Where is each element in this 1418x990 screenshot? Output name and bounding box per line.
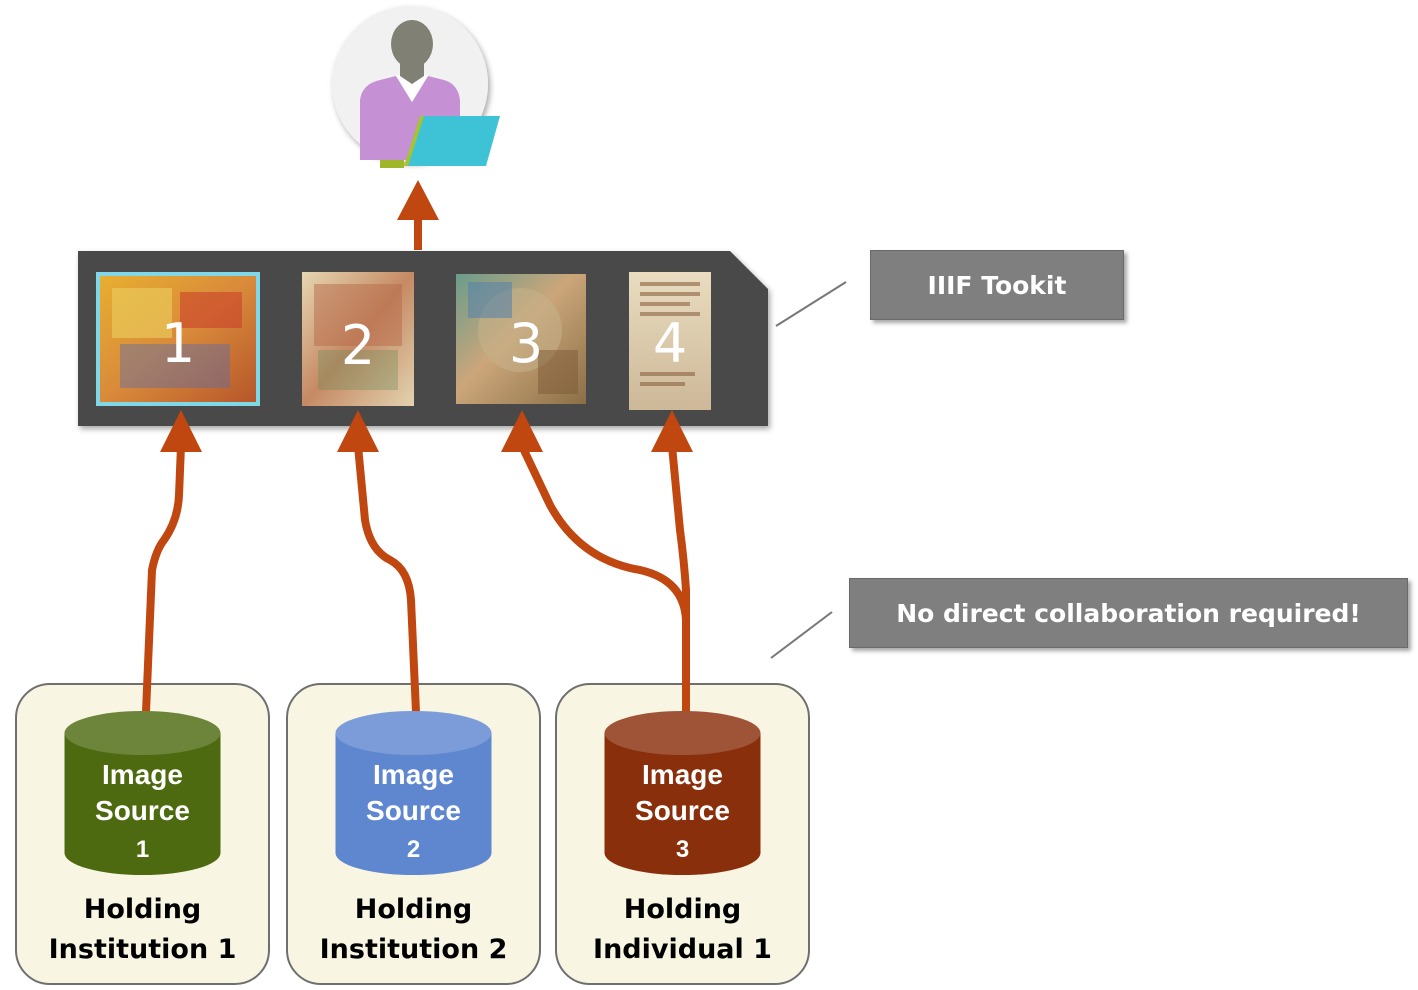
holder-2-label-1: Holding: [355, 894, 473, 925]
cylinder-body: [64, 733, 221, 875]
arrowhead-3: [501, 410, 543, 452]
holder-3-label-2: Individual 1: [593, 934, 772, 965]
collab-callout-connector: [770, 611, 833, 659]
arrow-source-1-to-thumbnail-1: [142, 442, 185, 716]
arrow-toolkit-to-user: [397, 180, 439, 250]
cylinder-body: [335, 733, 492, 875]
thumbnail-2-number: 2: [341, 314, 375, 377]
cylinder-top: [604, 711, 761, 755]
holder-1-label-1: Holding: [84, 894, 202, 925]
holder-1-label-2: Institution 1: [49, 934, 237, 965]
cylinder-body: [604, 733, 761, 875]
arrow-source-2-to-thumbnail-2: [354, 442, 420, 716]
image-source-2-label-3: 2: [407, 836, 420, 863]
image-source-1-label-1: Image: [102, 759, 183, 790]
thumbnail-1-number: 1: [161, 312, 195, 375]
image-source-2-label-2: Source: [366, 795, 461, 826]
collaboration-callout: No direct collaboration required!: [849, 578, 1408, 648]
image-source-1-label-2: Source: [95, 795, 190, 826]
user-avatar: [332, 6, 500, 168]
laptop-icon: [380, 116, 500, 168]
arrowhead-4: [651, 410, 693, 452]
holder-3-label-1: Holding: [624, 894, 742, 925]
holder-2-label-2: Institution 2: [320, 934, 508, 965]
thumbnail-4-number: 4: [653, 312, 687, 375]
thumbnail-4: 4: [629, 272, 711, 410]
arrowhead-2: [337, 410, 379, 452]
thumbnail-3-number: 3: [509, 312, 543, 375]
arrowhead-1: [160, 410, 202, 452]
arrow-source-3-to-thumbnail-3: [518, 442, 690, 716]
image-source-2-label-1: Image: [373, 759, 454, 790]
image-source-3-label-2: Source: [635, 795, 730, 826]
arrow-source-3-to-thumbnail-4: [668, 442, 690, 716]
source-arrows: [142, 410, 693, 716]
cylinder-top: [335, 711, 492, 755]
cylinder-top: [64, 711, 221, 755]
toolkit-callout-connector: [775, 281, 847, 327]
image-source-3-label-3: 3: [676, 836, 689, 863]
image-source-1-label-3: 1: [136, 836, 149, 863]
thumbnail-3: 3: [456, 274, 586, 404]
toolkit-callout: IIIF Tookit: [870, 250, 1124, 320]
image-source-3-label-1: Image: [642, 759, 723, 790]
thumbnail-1: 1: [96, 272, 260, 406]
thumbnail-2: 2: [302, 272, 414, 406]
